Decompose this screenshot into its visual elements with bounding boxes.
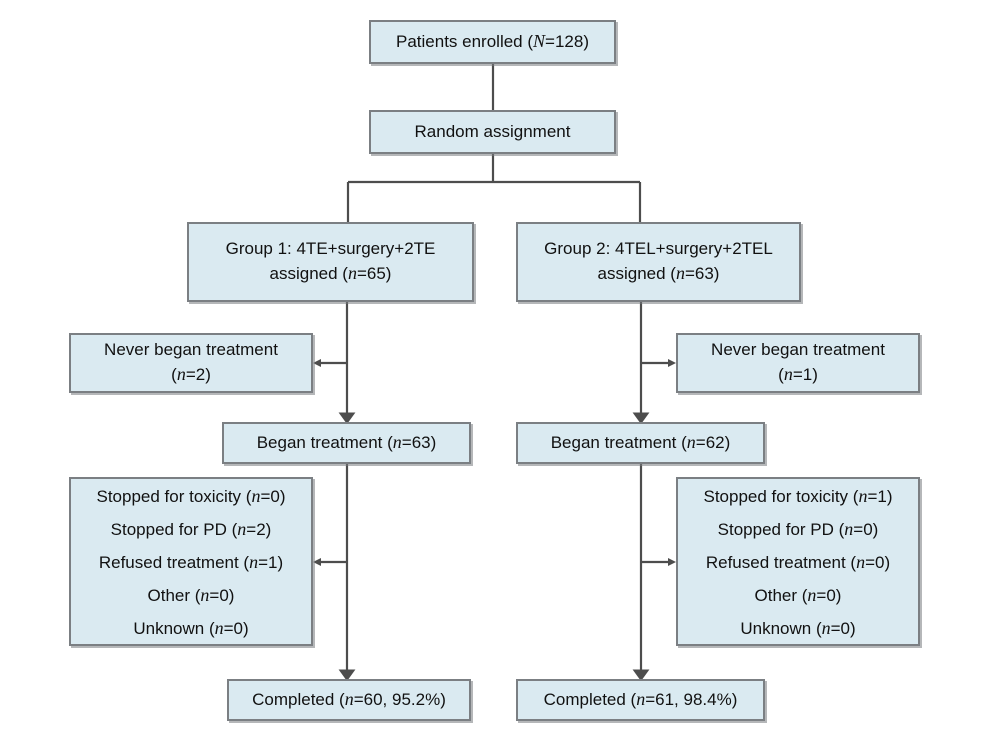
- reason-item: Stopped for PD (n=0): [717, 518, 879, 539]
- node-group-2-title: Group 2: 4TEL+surgery+2TEL: [544, 239, 773, 259]
- node-group-1-title: Group 1: 4TE+surgery+2TE: [225, 239, 436, 259]
- node-random-assignment: Random assignment: [369, 110, 616, 154]
- node-group-1-never-began-treatment: Never began treatment (n=2): [69, 333, 313, 393]
- node-random-assignment-label: Random assignment: [414, 121, 571, 141]
- reason-item: Refused treatment (n=1): [98, 551, 284, 572]
- node-patients-enrolled: Patients enrolled (N=128): [369, 20, 616, 64]
- arrowhead-never1: [313, 359, 321, 367]
- node-group-1-began-treatment: Began treatment (n=63): [222, 422, 471, 464]
- node-group-2-assigned-count: assigned (n=63): [597, 263, 720, 284]
- node-group-1-never-began-count: (n=2): [171, 364, 211, 385]
- node-group-1-completed: Completed (n=60, 95.2%): [227, 679, 471, 721]
- node-group-1-assigned: Group 1: 4TE+surgery+2TE assigned (n=65): [187, 222, 474, 302]
- reason-item: Stopped for PD (n=2): [110, 518, 272, 539]
- reason-item: Other (n=0): [754, 584, 842, 605]
- arrowhead-reasons2: [668, 558, 676, 566]
- node-patients-enrolled-label: Patients enrolled (N=128): [396, 31, 589, 52]
- node-group-2-never-began-count: (n=1): [778, 364, 818, 385]
- node-group-2-never-began-treatment: Never began treatment (n=1): [676, 333, 920, 393]
- node-group-2-assigned: Group 2: 4TEL+surgery+2TEL assigned (n=6…: [516, 222, 801, 302]
- arrowhead-never2: [668, 359, 676, 367]
- node-group-2-began-treatment: Began treatment (n=62): [516, 422, 765, 464]
- reason-item: Stopped for toxicity (n=1): [703, 485, 893, 506]
- node-group-1-began-treatment-label: Began treatment (n=63): [256, 432, 437, 453]
- reason-item: Unknown (n=0): [740, 617, 856, 638]
- node-group-1-never-began-label: Never began treatment: [104, 340, 278, 360]
- reason-item: Stopped for toxicity (n=0): [96, 485, 286, 506]
- reason-item: Refused treatment (n=0): [705, 551, 891, 572]
- reason-item: Other (n=0): [147, 584, 235, 605]
- node-group-2-discontinuation-reasons: Stopped for toxicity (n=1) Stopped for P…: [676, 477, 920, 646]
- node-group-2-completed: Completed (n=61, 98.4%): [516, 679, 765, 721]
- node-group-1-assigned-count: assigned (n=65): [269, 263, 392, 284]
- node-group-2-never-began-label: Never began treatment: [711, 340, 885, 360]
- reason-item: Unknown (n=0): [133, 617, 249, 638]
- node-group-2-began-treatment-label: Began treatment (n=62): [550, 432, 731, 453]
- node-group-2-completed-label: Completed (n=61, 98.4%): [543, 689, 738, 710]
- arrowhead-reasons1: [313, 558, 321, 566]
- node-group-1-discontinuation-reasons: Stopped for toxicity (n=0) Stopped for P…: [69, 477, 313, 646]
- node-group-1-completed-label: Completed (n=60, 95.2%): [252, 689, 446, 710]
